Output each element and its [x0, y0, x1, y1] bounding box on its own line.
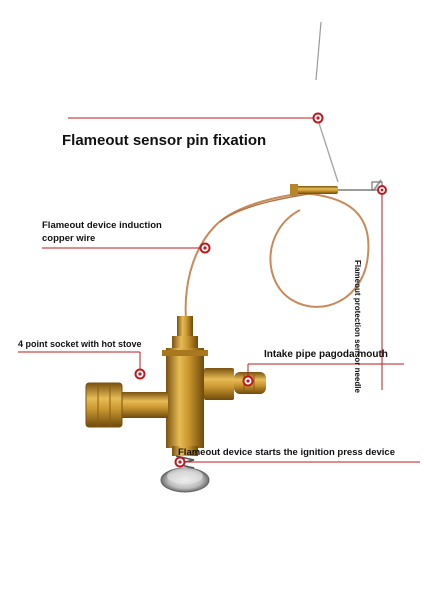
left-nut [86, 383, 122, 427]
valve-body [166, 348, 204, 448]
sensor-needle-tip [315, 21, 322, 81]
callout-title [68, 112, 324, 124]
label-socket: 4 point socket with hot stove [18, 339, 142, 349]
label-sensor-needle: Flameout protection sensor needle [353, 260, 362, 393]
label-copper-wire: Flameout device induction copper wire [42, 220, 162, 244]
valve-top-terminal [177, 316, 193, 340]
callout-ignition [174, 456, 420, 468]
callout-needle [377, 185, 387, 390]
label-ignition-device: Flameout device starts the ignition pres… [178, 447, 395, 458]
callout-copper [42, 242, 211, 254]
label-intake-pipe: Intake pipe pagoda mouth [264, 349, 388, 360]
callout-intake [242, 363, 404, 387]
intake-nut [204, 368, 234, 400]
copper-wire-loop [269, 192, 370, 308]
callout-socket [18, 351, 146, 380]
left-fitting [118, 392, 168, 418]
label-sensor-pin-fixation: Flameout sensor pin fixation [62, 132, 267, 149]
sensor-fitting [294, 186, 338, 194]
sensor-needle-lower [317, 119, 339, 183]
copper-wire [184, 189, 337, 321]
